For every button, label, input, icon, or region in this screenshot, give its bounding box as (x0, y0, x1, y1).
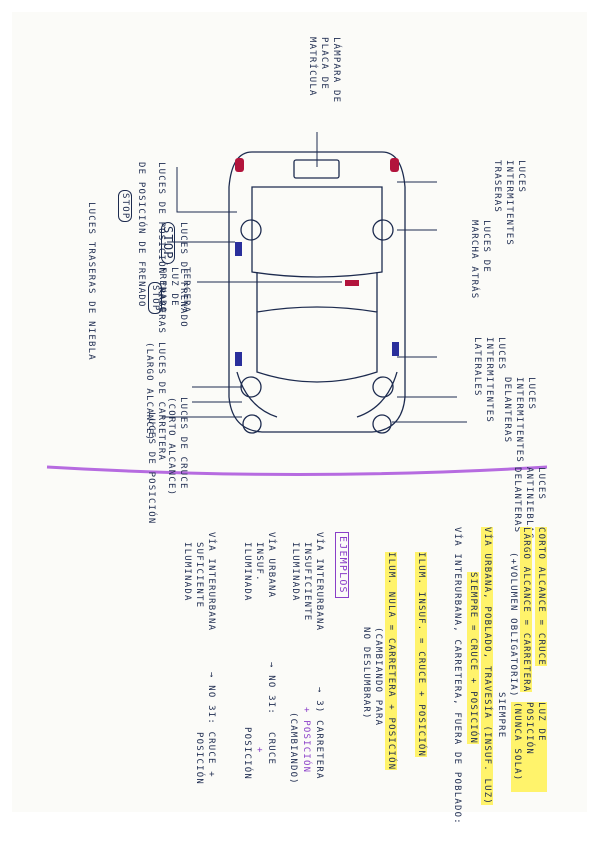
ex2-r4: POSICIÓN (242, 727, 252, 780)
windshield (256, 306, 378, 383)
ex2-b: INSUF. (254, 542, 264, 582)
ex1-r1: → 3) CARRETERA (314, 687, 324, 780)
label-brake: LUCES DE FRENADO (178, 222, 188, 328)
note-line2-side: LUZ DE POSICIÓN (NUNCA SOLA) (511, 702, 547, 792)
ex2-r3: + (254, 747, 264, 754)
ex1-r2: + POSICIÓN (301, 707, 311, 774)
car-body-outline (228, 151, 406, 433)
label-rear-fog: LUCES TRASERAS DE NIEBLA (86, 202, 96, 361)
ex1-c: ILUMINADA (290, 542, 300, 602)
leader-rear-pos (176, 167, 237, 213)
side-indicator-bottom (235, 242, 242, 256)
rear-window (251, 186, 383, 278)
headlight-top (372, 414, 392, 434)
ex2-r1: → NO 3I: (266, 662, 276, 715)
label-indicators-rear: LUCES INTERMITENTES TRASERAS (492, 160, 526, 247)
note-line3: (+VOLUMEN OBLIGATORIA) (508, 552, 518, 698)
stop-small: STOP (118, 190, 132, 223)
label-indicators-side: LUCES INTERMITENTES LATERALES (472, 337, 506, 424)
rear-light-bottom (235, 158, 244, 172)
ex3-r1: → NO 3I: CRUCE + (206, 672, 216, 778)
ex1-a: VÍA INTERURBANA (314, 532, 324, 632)
ex3-b: SUFICIENTE (194, 542, 204, 609)
roof-lines (256, 272, 378, 312)
headlight-bottom (242, 414, 262, 434)
ex3-c: ILUMINADA (182, 542, 192, 602)
third-brake-light (345, 280, 359, 286)
wheel-front-bottom (240, 376, 262, 398)
note-line1: CORTO ALCANCE = CRUCE (535, 527, 547, 666)
label-brake-position: DE POSICIÓN DE FRENADO (136, 162, 146, 308)
wheel-rear-bottom (240, 219, 262, 241)
wheel-rear-top (372, 219, 394, 241)
note-siempre: SIEMPRE (496, 692, 506, 739)
ex2-c: ILUMINADA (242, 542, 252, 602)
divider-line (46, 465, 548, 476)
note-urbana: VÍA URBANA, POBLADO, TRAVESÍA (INSUF. LU… (481, 527, 493, 805)
ex3-r2: POSICIÓN (194, 732, 204, 785)
label-low-beam: LUCES DE CRUCE (178, 397, 188, 490)
ex2-r2: CRUCE (266, 732, 276, 766)
ex3-a: VÍA INTERURBANA (206, 532, 216, 632)
note-urbana2: SIEMPRE = CRUCE + POSICIÓN (467, 572, 479, 745)
note-line2: LARGO ALCANCE = CARRETERA (520, 527, 532, 693)
rear-light-top (390, 158, 399, 172)
note-insuf: ILUM. INSUF. = CRUCE + POSICIÓN (415, 552, 427, 758)
paper-sheet: LUCES ANTINIEBLAS DELANTERAS LUCES INTER… (12, 12, 587, 825)
note-interurbana: VÍA INTERURBANA, CARRETERA, FUERA DE POB… (452, 527, 462, 825)
ex1-b: INSUFICIENTE (302, 542, 312, 622)
ex2-a: VÍA URBANA (266, 532, 276, 599)
label-high-beam-note: (LARGO ALCANCE) (144, 342, 154, 442)
ejemplos-heading: EJEMPLOS (335, 532, 349, 598)
side-indicator-front (235, 352, 242, 366)
side-indicator-top (392, 342, 399, 356)
hood-lines (236, 371, 398, 418)
label-high-beam: LUCES DE CARRETERA (156, 342, 166, 462)
ex1-r3: (CAMBIANDO) (288, 712, 298, 785)
label-plate-lamp: LÁMPARA DE PLACA DE MATRÍCULA (307, 37, 341, 104)
note-nula-note1: (CAMBIANDO PARA (373, 627, 383, 727)
car-illustration (46, 132, 548, 476)
label-reverse: LUCES DE MARCHA ATRÁS (469, 220, 491, 300)
label-rear-position: LUCES DE POSICIÓN TRASERAS (156, 162, 166, 335)
rotated-notes: LUCES ANTINIEBLAS DELANTERAS LUCES INTER… (12, 12, 587, 825)
note-nula: ILUM. NULA = CARRETERA + POSICIÓN (385, 552, 397, 771)
wheel-front-top (372, 376, 394, 398)
note-nula-note2: NO DESLUMBRAR) (361, 627, 371, 720)
